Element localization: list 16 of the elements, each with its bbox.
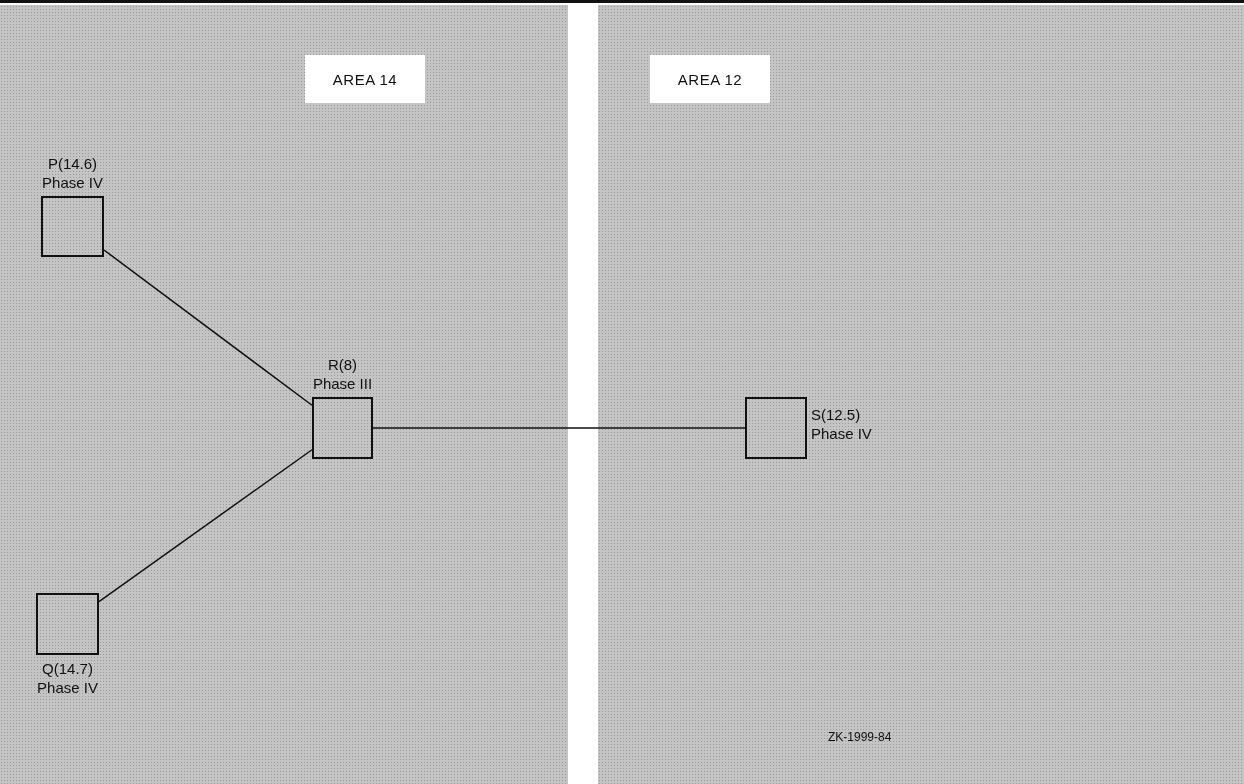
connection-line [372, 427, 746, 429]
node-name: S(12.5) [811, 405, 861, 424]
node-name: R(8) [327, 355, 358, 374]
area-label: AREA 14 [305, 55, 425, 103]
node-phase: Phase IV [37, 678, 98, 697]
area-panel [598, 5, 1244, 784]
connection-line [98, 449, 313, 603]
node-phase: Phase IV [42, 173, 103, 192]
area-panel [0, 5, 568, 784]
node-phase: Phase III [312, 374, 373, 393]
connection-line [103, 249, 313, 406]
node-name: P(14.6) [47, 154, 98, 173]
area-label: AREA 12 [650, 55, 770, 103]
figure-code: ZK-1999-84 [828, 730, 892, 744]
node-phase: Phase IV [811, 424, 872, 443]
node-name: Q(14.7) [42, 659, 93, 678]
